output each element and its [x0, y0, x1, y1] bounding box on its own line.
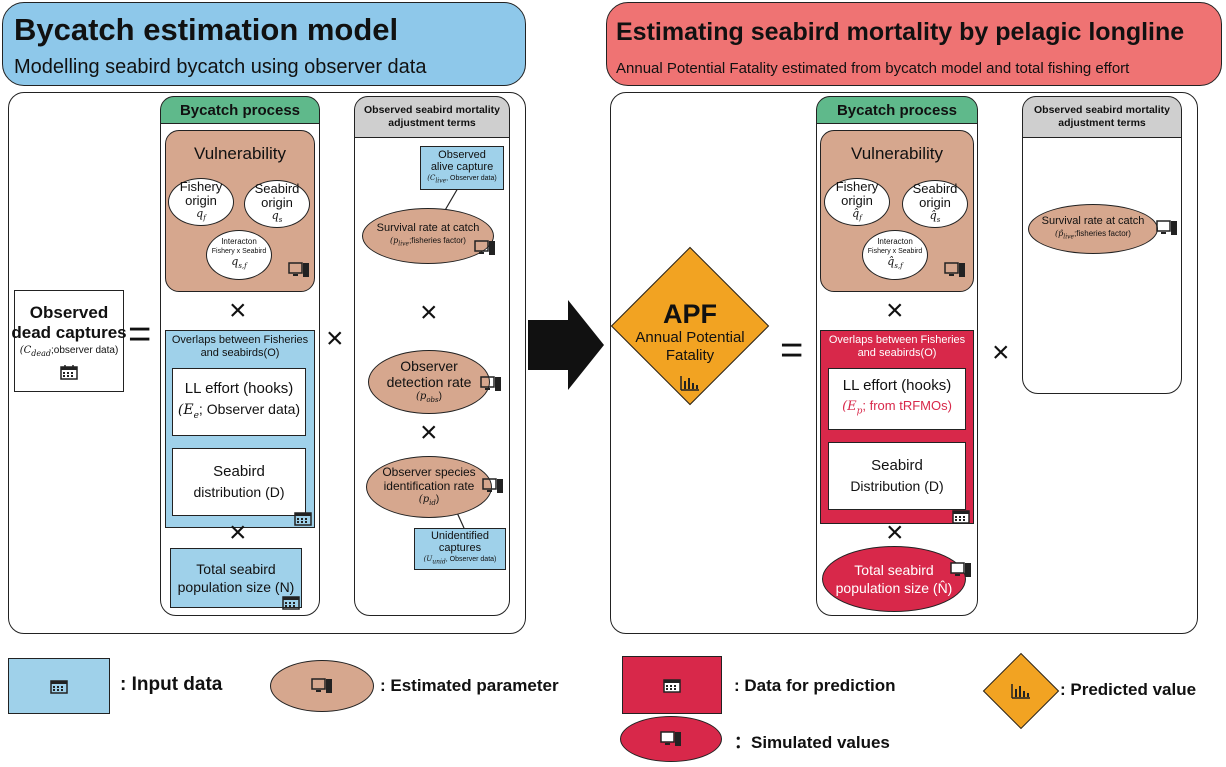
times-sign: ×: [992, 336, 1010, 369]
observed-dead-l2: dead captures: [11, 322, 127, 342]
computer-icon: [482, 478, 504, 494]
right-ll-effort-box: LL effort (hooks) (Ep; from tRFMOs): [828, 368, 966, 430]
legend-simulated-label: ：Simulated values: [734, 733, 890, 752]
computer-icon: [1156, 220, 1178, 236]
times-sign: ×: [420, 416, 438, 449]
equals-sign-left: =: [128, 312, 152, 356]
left-seabird-origin: Seabird origin qs: [244, 180, 310, 228]
bar-chart-icon: [680, 375, 700, 391]
right-bycatch-process-header: Bycatch process: [816, 96, 978, 124]
right-title: Estimating seabird mortality by pelagic …: [616, 18, 1185, 46]
legend-prediction-label: : Data for prediction: [734, 676, 896, 695]
calendar-icon: [294, 510, 312, 526]
calendar-icon: [663, 679, 681, 693]
calendar-icon: [60, 364, 78, 380]
apf-label-group: APF Annual Potential Fatality: [610, 280, 770, 410]
right-subtitle: Annual Potential Fatality estimated from…: [616, 60, 1130, 77]
left-header: [2, 2, 526, 86]
times-sign: ×: [420, 296, 438, 329]
right-fishery-origin: Fishery origin q̂f: [824, 178, 890, 226]
legend-prediction-swatch: [622, 656, 722, 714]
left-subtitle: Modelling seabird bycatch using observer…: [14, 56, 427, 78]
computer-icon: [660, 731, 681, 746]
legend-estimated-label: : Estimated parameter: [380, 676, 559, 695]
left-seabird-distribution-box: Seabird distribution (D): [172, 448, 306, 516]
computer-icon: [950, 562, 972, 578]
computer-icon: [944, 262, 966, 278]
legend-predicted-label: : Predicted value: [1060, 680, 1197, 699]
left-vulnerability-label: Vulnerability: [194, 144, 286, 163]
right-total-population-ellipse: Total seabird population size (N̂): [822, 546, 966, 612]
computer-icon: [474, 240, 496, 256]
equals-sign-right: =: [780, 328, 804, 372]
left-total-population-box: Total seabird population size (N): [170, 548, 302, 608]
computer-icon: [288, 262, 310, 278]
left-ll-effort-box: LL effort (hooks) (Ee; Observer data): [172, 368, 306, 436]
big-arrow: [528, 300, 604, 390]
legend-input-swatch: [8, 658, 110, 714]
right-seabird-origin: Seabird origin q̂s: [902, 180, 968, 228]
legend-simulated-swatch: [620, 716, 722, 762]
left-title: Bycatch estimation model: [14, 12, 399, 47]
right-vulnerability-label: Vulnerability: [851, 144, 943, 163]
calendar-icon: [50, 680, 68, 694]
left-detection-rate: Observer detection rate (pobs): [368, 350, 490, 414]
right-survival-rate: Survival rate at catch (p̂live;fisheries…: [1028, 204, 1158, 254]
left-survival-rate: Survival rate at catch (plive;fisheries …: [362, 208, 494, 264]
calendar-icon: [282, 594, 300, 610]
times-sign: ×: [229, 294, 247, 327]
observed-dead-sub: (Cdead;observer data): [19, 344, 119, 358]
observed-dead-l1: Observed: [29, 302, 109, 322]
left-interaction: Interacton Fishery x Seabird qs,f: [206, 230, 272, 280]
calendar-icon: [952, 508, 970, 524]
left-overlaps-label: Overlaps between Fisheries and seabirds(…: [171, 334, 309, 359]
left-species-id-rate: Observer species identification rate (pi…: [366, 456, 492, 518]
left-fishery-origin: Fishery origin qf: [168, 178, 234, 226]
apf-l1: Annual Potential: [635, 329, 745, 346]
bar-chart-icon: [1011, 683, 1031, 699]
left-unidentified-box: Unidentified captures (Uunid, Observer d…: [414, 528, 506, 570]
apf-title: APF: [663, 299, 717, 329]
times-sign: ×: [229, 516, 247, 549]
right-adjustment-header: Observed seabird mortality adjustment te…: [1022, 96, 1182, 138]
left-bycatch-process-header: Bycatch process: [160, 96, 320, 124]
times-sign: ×: [326, 322, 344, 355]
left-adjustment-header: Observed seabird mortality adjustment te…: [354, 96, 510, 138]
legend-estimated-swatch: [270, 660, 374, 712]
right-interaction: Interacton Fishery x Seabird q̂s,f: [862, 230, 928, 280]
left-alive-capture-box: Observed alive capture (Clive, Observer …: [420, 146, 504, 190]
computer-icon: [311, 678, 332, 693]
computer-icon: [480, 376, 502, 392]
times-sign: ×: [886, 294, 904, 327]
right-overlaps-label: Overlaps between Fisheries and seabirds(…: [828, 334, 966, 359]
observed-dead-captures-box: Observed dead captures (Cdead;observer d…: [11, 290, 127, 392]
right-header: [606, 2, 1222, 86]
times-sign: ×: [886, 516, 904, 549]
legend-input-label: : Input data: [120, 674, 223, 695]
apf-l2: Fatality: [665, 347, 715, 364]
right-seabird-distribution-box: Seabird Distribution (D): [828, 442, 966, 510]
